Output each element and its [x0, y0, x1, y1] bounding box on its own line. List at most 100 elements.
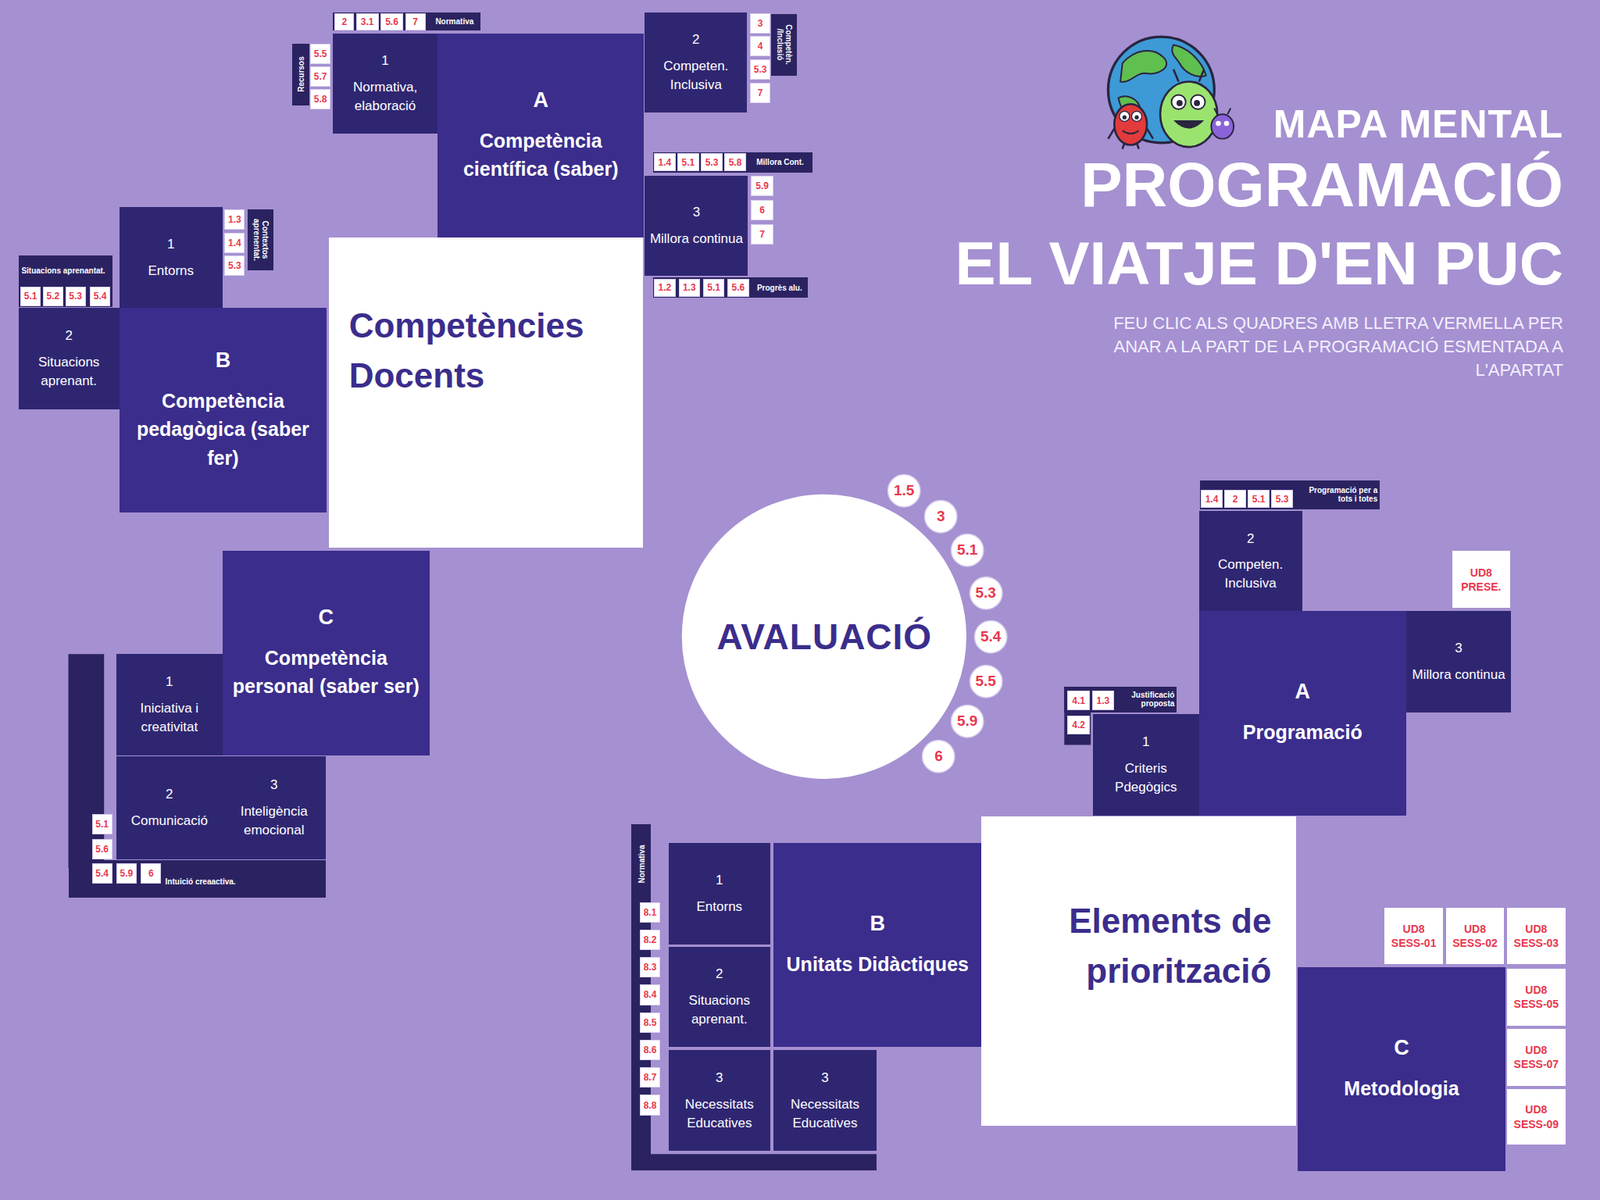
reference-number: 7	[750, 224, 774, 245]
callout-number: 4	[750, 40, 770, 52]
reference-number: 1.4	[653, 153, 675, 172]
reference-number: 5.4	[92, 863, 113, 884]
box-number: 3	[227, 775, 322, 795]
sub-box: 2Competen. Inclusiva	[1199, 510, 1303, 611]
box-number: 1	[337, 51, 434, 71]
sub-box: 1Criteris Pdegògics	[1092, 714, 1200, 815]
session-link: UD8 SESS-01	[1386, 921, 1440, 950]
reference-number: 5.1	[677, 153, 699, 172]
callout-number: 1.3	[679, 282, 700, 293]
callout-number: 5.1	[950, 541, 985, 559]
strip-label: Programació per a tots i totes	[1296, 480, 1378, 510]
sub-box: 1Iniciativa i creativitat	[116, 653, 223, 755]
callout-number: 5.3	[1271, 493, 1292, 505]
callout-number: 1.4	[654, 157, 675, 168]
reference-number: 1.4	[1200, 489, 1222, 509]
callout-number: 1.5	[886, 482, 922, 500]
reference-circle: 5.4	[973, 619, 1008, 654]
callout-number: 1.4	[225, 237, 244, 249]
callout-number: 5.5	[968, 672, 1004, 690]
callout-number: 3	[750, 17, 770, 29]
callout-number: 8.2	[640, 934, 660, 946]
reference-number: 5.3	[65, 286, 86, 307]
reference-number: 5.8	[724, 153, 746, 172]
section-title: Elements de priorització	[1002, 896, 1272, 997]
box-label: Inteligència emocional	[227, 802, 322, 840]
reference-number: 8.4	[639, 984, 661, 1005]
reference-strip: Normativa23.15.67	[332, 12, 481, 32]
callout-number: 5.2	[43, 290, 63, 302]
box-number: C	[1307, 1035, 1496, 1061]
reference-strip: Situacions aprenantat.5.15.25.35.4	[18, 255, 113, 308]
sub-box: 3Millora continua	[1406, 610, 1512, 712]
callout-number: 5.3	[750, 64, 770, 75]
reference-number: 5.1	[1247, 489, 1269, 509]
callout-number: 6	[141, 867, 161, 879]
session-link-box: UD8 SESS-01	[1384, 907, 1443, 965]
reference-circle: 1.5	[886, 473, 922, 508]
reference-number: 5.1	[92, 814, 113, 835]
callout-number: 5.6	[381, 16, 403, 28]
competence-box: BUnitats Didàctiques	[773, 842, 982, 1047]
strip-label: Progrès alu.	[750, 277, 808, 298]
reference-number: 2	[1224, 489, 1246, 509]
callout-number: 2	[1225, 493, 1245, 505]
section-title: Competències Docents	[349, 300, 623, 401]
reference-strip: Progrès alu.1.21.35.15.6	[653, 277, 809, 298]
strip-label: Millora Cont.	[747, 152, 812, 173]
box-label: Situacions aprenant.	[23, 353, 115, 391]
reference-number: 8.5	[639, 1012, 661, 1033]
sub-box: 2Situacions aprenant.	[18, 307, 120, 409]
globe-illustration	[1107, 36, 1234, 150]
strip-label: Recursos	[296, 43, 305, 105]
reference-strip: Millora Cont.1.45.15.35.8	[653, 152, 813, 173]
box-label: Necessitats Educatives	[673, 1095, 767, 1133]
callout-number: 5.7	[310, 71, 330, 83]
callout-number: 5.6	[92, 843, 112, 855]
box-label: Situacions aprenant.	[673, 991, 767, 1029]
callout-number: 5.8	[725, 157, 745, 168]
sub-box: 3Inteligència emocional	[222, 756, 326, 860]
box-label: Iniciativa i creativitat	[121, 699, 218, 737]
callout-number: 1.3	[1092, 695, 1115, 707]
session-link: UD8 SESS-05	[1509, 982, 1563, 1011]
reference-number: 5.3	[1271, 489, 1293, 509]
callout-number: 5.1	[21, 290, 40, 302]
box-label: Comunicació	[121, 811, 218, 831]
box-label: Millora continua	[649, 229, 743, 249]
sub-box: 1Normativa, elaboració	[332, 33, 439, 134]
callout-number: 7	[751, 228, 773, 240]
callout-number: 4.2	[1067, 719, 1090, 731]
callout-number: 5.4	[90, 290, 110, 302]
box-label: Unitats Didàctiques	[782, 950, 972, 979]
box-number: 1	[121, 672, 218, 692]
box-number: B	[128, 348, 318, 373]
callout-number: 3.1	[357, 16, 379, 28]
callout-number: 8.5	[640, 1017, 660, 1029]
session-link-box: UD8 SESS-05	[1507, 968, 1565, 1026]
callout-number: 5.1	[92, 818, 112, 830]
reference-number: 5.9	[750, 175, 774, 197]
box-label: Entorns	[673, 897, 767, 917]
callout-number: 5.8	[310, 93, 330, 105]
box-label: Competència pedagògica (saber fer)	[128, 386, 318, 472]
reference-number: 3	[750, 13, 771, 34]
reference-number: 5.6	[380, 13, 404, 31]
box-label: Competen. Inclusiva	[1203, 555, 1298, 593]
callout-number: 6	[921, 747, 956, 765]
box-label: Entorns	[124, 261, 218, 281]
reference-number: 5.6	[92, 839, 113, 860]
callout-number: 7	[406, 16, 425, 28]
reference-number: 7	[750, 82, 771, 104]
strip-leg	[631, 1153, 876, 1171]
map-title: PROGRAMACIÓ	[1080, 150, 1564, 220]
sub-box: 3Millora continua	[644, 175, 748, 276]
reference-number: 5.4	[89, 286, 111, 307]
callout-number: 4.1	[1067, 695, 1090, 707]
box-label: Normativa, elaboració	[337, 78, 434, 116]
reference-number: 4.2	[1067, 715, 1090, 736]
session-link: UD8 SESS-03	[1509, 921, 1563, 950]
reference-number: 4.1	[1067, 690, 1090, 711]
reference-number: 2	[334, 13, 354, 31]
callout-number: 1.3	[225, 214, 244, 225]
